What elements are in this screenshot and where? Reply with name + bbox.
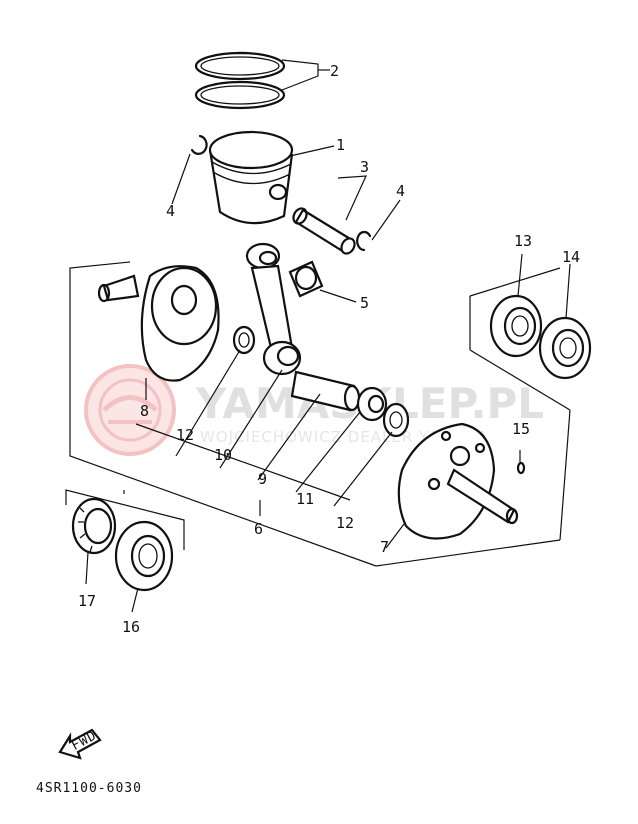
callout-labels: 2 1 3 4 4 5 8 12 10 9 11 6 12 7 15 13 14… [78, 62, 580, 636]
callout-4-right: 4 [396, 182, 405, 200]
leader-lines [85, 59, 571, 613]
callout-5: 5 [360, 294, 369, 312]
callout-2: 2 [330, 62, 339, 80]
callout-6: 6 [254, 520, 263, 538]
watermark-subtext: WOJCIECHOWICZ DEALER YAMAHA [200, 428, 488, 446]
callout-16: 16 [122, 618, 140, 636]
callout-1: 1 [336, 136, 345, 154]
callout-9: 9 [258, 470, 267, 488]
crank-left [97, 265, 220, 382]
bearings-left [71, 497, 174, 592]
callout-13: 13 [514, 232, 532, 250]
callout-12-right: 12 [336, 514, 354, 532]
callout-15: 15 [512, 420, 530, 438]
crank-pin [290, 370, 361, 412]
callout-14: 14 [562, 248, 580, 266]
callout-8: 8 [140, 402, 149, 420]
bearings-right [489, 294, 592, 380]
watermark-logo-icon [84, 364, 176, 456]
connecting-rod [245, 242, 302, 376]
thrust-washers [232, 325, 410, 438]
callout-10: 10 [214, 446, 232, 464]
callout-17: 17 [78, 592, 96, 610]
assembly-frames [65, 261, 571, 567]
piston-clips [190, 134, 372, 252]
big-end-bearing [356, 386, 388, 422]
piston-pin [292, 207, 356, 255]
piston-rings [194, 51, 286, 110]
callout-4-left: 4 [166, 202, 175, 220]
piston [208, 130, 294, 225]
woodruff-key [516, 461, 526, 475]
diagram-code: 4SR1100-6030 [36, 781, 142, 796]
watermark: YAMASKLEP.PL WOJCIECHOWICZ DEALER YAMAHA [84, 364, 544, 456]
fwd-arrow: FWD [58, 728, 102, 760]
small-end-bearing [288, 260, 324, 298]
callout-7: 7 [380, 538, 389, 556]
callout-12-left: 12 [176, 426, 194, 444]
callout-11: 11 [296, 490, 314, 508]
callout-3: 3 [360, 158, 369, 176]
fwd-arrow-icon [58, 728, 102, 760]
crank-right [397, 422, 519, 540]
